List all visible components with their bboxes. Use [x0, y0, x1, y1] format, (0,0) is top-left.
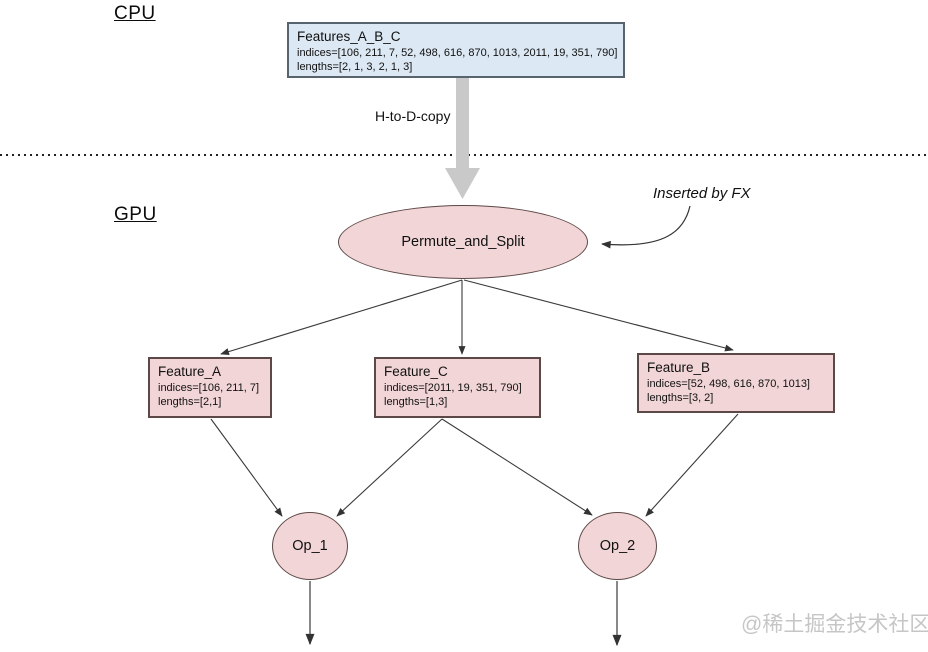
features-abc-lengths: lengths=[2, 1, 3, 2, 1, 3]	[297, 61, 413, 74]
feature-b-node: Feature_B indices=[52, 498, 616, 870, 10…	[637, 353, 835, 413]
watermark: @稀土掘金技术社区	[741, 613, 928, 636]
fx-annotation-arrow	[601, 205, 691, 249]
edge-permute-to-feature-b	[463, 279, 734, 352]
op1-label: Op_1	[292, 538, 328, 554]
feature-a-title: Feature_A	[158, 364, 222, 379]
feature-b-indices: indices=[52, 498, 616, 870, 1013]	[647, 378, 810, 390]
cpu-section-label: CPU	[114, 3, 156, 24]
features-abc-title: Features_A_B_C	[297, 29, 401, 44]
feature-a-indices: indices=[106, 211, 7]	[158, 382, 260, 394]
edge-feature-b-to-op2	[645, 413, 739, 517]
edge-feature-a-to-op1	[210, 418, 283, 517]
op2-label: Op_2	[599, 538, 636, 554]
feature-c-title: Feature_C	[384, 364, 448, 379]
h-to-d-copy-arrow	[445, 74, 480, 199]
feature-b-lengths: lengths=[3, 2]	[647, 392, 714, 405]
edge-feature-c-to-op1	[336, 418, 443, 517]
feature-a-node: Feature_A indices=[106, 211, 7] lengths=…	[148, 357, 272, 418]
permute-and-split-node: Permute_and_Split	[338, 205, 588, 279]
edge-feature-c-to-op2	[441, 418, 593, 516]
h-to-d-copy-label: H-to-D-copy	[375, 108, 451, 124]
feature-b-title: Feature_B	[647, 360, 711, 375]
op2-node: Op_2	[578, 512, 657, 580]
feature-c-indices: indices=[2011, 19, 351, 790]	[384, 382, 522, 394]
op1-node: Op_1	[272, 512, 348, 580]
edge-permute-to-feature-a	[220, 279, 463, 356]
inserted-by-fx-label: Inserted by FX	[653, 185, 751, 202]
feature-c-lengths: lengths=[1,3]	[384, 396, 448, 409]
features-abc-node: Features_A_B_C indices=[106, 211, 7, 52,…	[287, 22, 625, 78]
permute-and-split-label: Permute_and_Split	[401, 234, 525, 250]
feature-a-lengths: lengths=[2,1]	[158, 396, 222, 409]
features-abc-indices: indices=[106, 211, 7, 52, 498, 616, 870,…	[297, 47, 618, 59]
feature-c-node: Feature_C indices=[2011, 19, 351, 790] l…	[374, 357, 541, 418]
gpu-section-label: GPU	[114, 204, 157, 225]
